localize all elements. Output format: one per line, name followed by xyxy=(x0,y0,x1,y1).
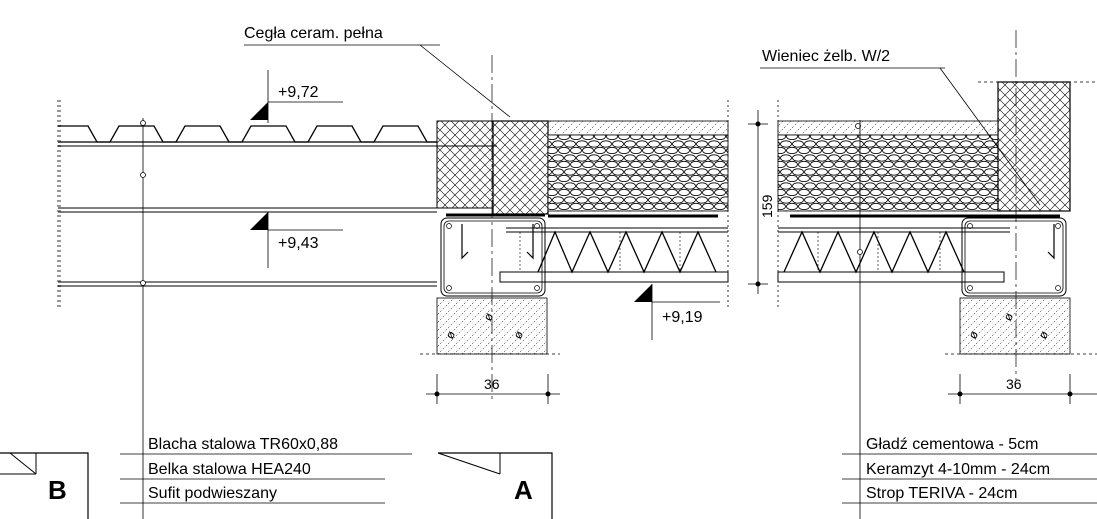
brick-callout: Cegła ceram. pełna xyxy=(244,25,511,118)
layer-legend-left: Blacha stalowa TR60x0,88 Belka stalowa H… xyxy=(120,436,412,504)
layer-left-1: Blacha stalowa TR60x0,88 xyxy=(148,436,338,453)
brick-label: Cegła ceram. pełna xyxy=(244,25,383,42)
teriva-girder-left xyxy=(499,227,729,283)
elevation-marker-mid: +9,43 xyxy=(250,212,343,268)
dimension-width-left-label: 36 xyxy=(484,376,500,392)
section-mark-b-label: B xyxy=(48,475,67,505)
layer-left-3: Sufit podwieszany xyxy=(148,485,277,502)
section-mark-a-label: A xyxy=(514,475,533,505)
ring-beam-label: Wieniec żelb. W/2 xyxy=(762,48,890,65)
teriva-girder-right xyxy=(777,227,1010,283)
keramzyt-fill-right xyxy=(777,100,1060,310)
steel-beam-section xyxy=(57,100,497,519)
dimension-width-right: 36 xyxy=(948,374,1097,404)
layer-legend-right: Gładź cementowa - 5cm Keramzyt 4-10mm - … xyxy=(842,436,1097,504)
dimension-height-label: 159 xyxy=(759,194,775,218)
keramzyt-fill-left xyxy=(547,100,729,310)
dimension-height: 159 xyxy=(748,110,775,294)
layer-right-1: Gładź cementowa - 5cm xyxy=(866,436,1039,453)
elevation-marker-top: +9,72 xyxy=(250,70,343,123)
ring-beam-callout: Wieniec żelb. W/2 xyxy=(760,48,1041,206)
section-mark-b: B xyxy=(0,452,89,519)
elevation-marker-low: +9,19 xyxy=(634,284,720,340)
layer-left-2: Belka stalowa HEA240 xyxy=(148,461,311,478)
dimension-width-left: 36 xyxy=(426,374,560,404)
dimension-width-right-label: 36 xyxy=(1006,376,1022,392)
elevation-low-label: +9,19 xyxy=(662,309,703,326)
layer-right-2: Keramzyt 4-10mm - 24cm xyxy=(866,461,1050,478)
layer-right-3: Strop TERIVA - 24cm xyxy=(866,485,1017,502)
ring-beam-left xyxy=(440,213,546,297)
section-mark-a: A xyxy=(437,452,553,519)
elevation-mid-label: +9,43 xyxy=(278,235,319,252)
ring-beam-wall-right: ø ø ø xyxy=(945,30,1097,380)
elevation-top-label: +9,72 xyxy=(278,84,319,101)
